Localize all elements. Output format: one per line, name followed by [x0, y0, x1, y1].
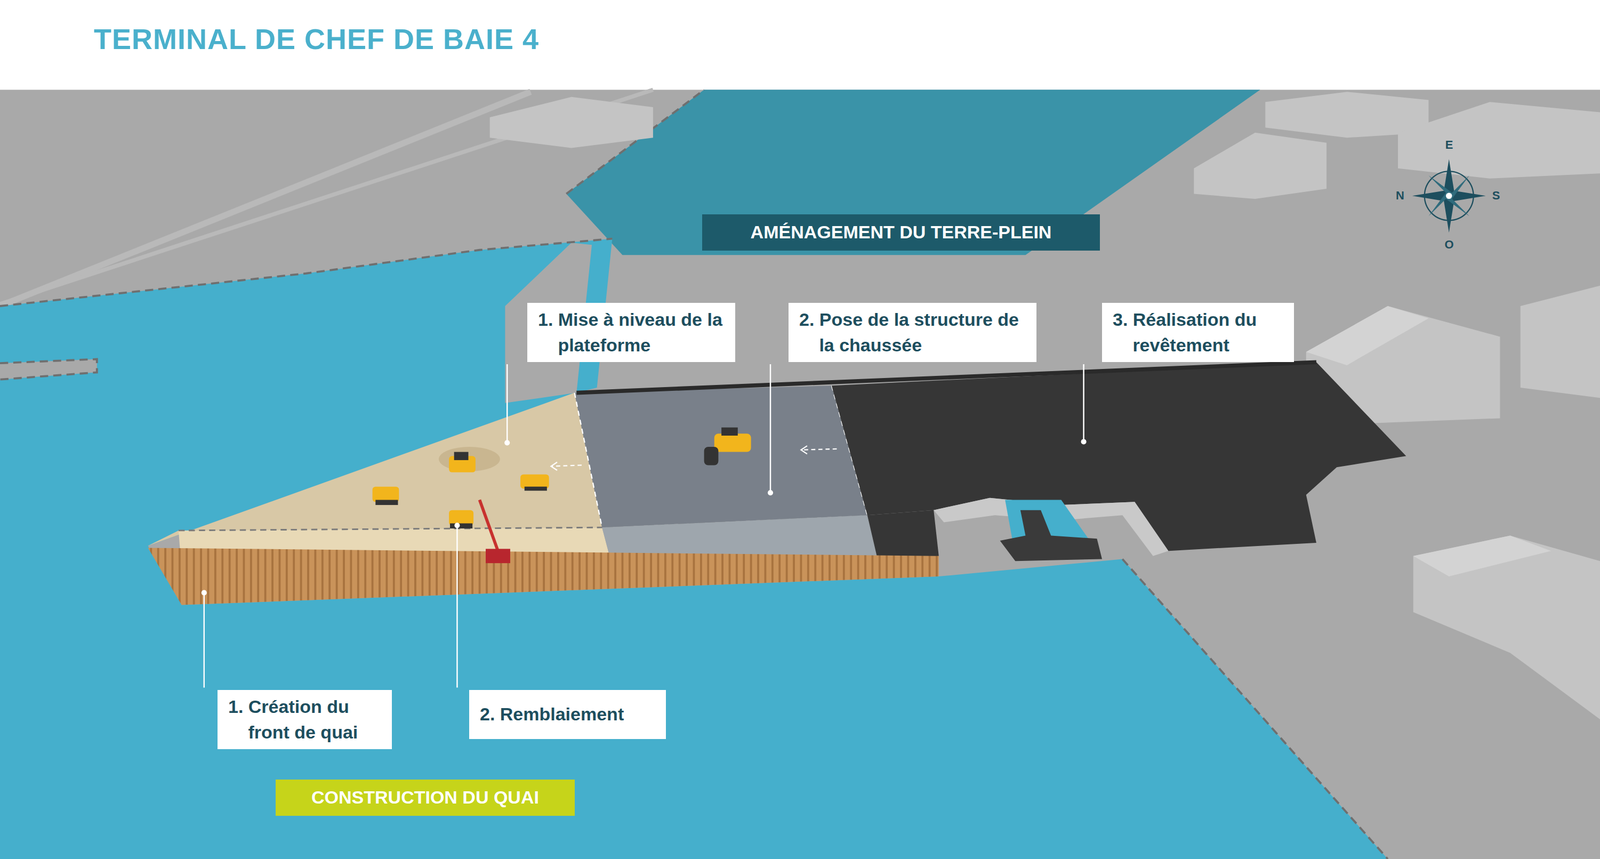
- section-heading: AMÉNAGEMENT DU TERRE-PLEIN: [702, 214, 1100, 251]
- step-label: 2. Pose de la structure de la chaussée: [788, 302, 1037, 363]
- pier: [1000, 510, 1103, 562]
- levelling-area: [148, 392, 603, 546]
- phase-arrows: [551, 445, 838, 471]
- machines: [372, 427, 752, 564]
- jetty: [0, 358, 98, 380]
- step-label: 1. Création du front de quai: [217, 689, 392, 750]
- node-text: 1. Création du front de quai: [228, 694, 384, 745]
- step-label: 1. Mise à niveau de la plateforme: [527, 302, 736, 363]
- boundary: [1122, 558, 1388, 859]
- pavement-structure-area: [574, 385, 868, 528]
- node-text: 3. Réalisation du revêtement: [1112, 307, 1286, 358]
- node-text: AMÉNAGEMENT DU TERRE-PLEIN: [710, 219, 1092, 246]
- compass-letter: O: [1444, 237, 1454, 252]
- leader-lines: [202, 364, 1086, 688]
- node-text: 1. Mise à niveau de la plateforme: [537, 307, 727, 358]
- compass-letter: N: [1395, 188, 1405, 203]
- node-text: CONSTRUCTION DU QUAI: [284, 784, 567, 811]
- boundary: [0, 238, 613, 307]
- buildings: [489, 91, 1600, 720]
- node-text: 2. Pose de la structure de la chaussée: [799, 307, 1028, 358]
- compass-rose: [1412, 158, 1486, 233]
- land: [0, 89, 1600, 859]
- diagram-title: TERMINAL DE CHEF DE BAIE 4: [93, 22, 540, 56]
- step-label: 2. Remblaiement: [469, 689, 666, 739]
- step-label: 3. Réalisation du revêtement: [1102, 302, 1294, 363]
- upper-basin: [566, 89, 1260, 255]
- boundary: [0, 358, 98, 380]
- compass-letter: S: [1492, 188, 1501, 203]
- quay-wall: [148, 547, 939, 605]
- compass-letter: E: [1445, 138, 1454, 152]
- section-heading: CONSTRUCTION DU QUAI: [275, 779, 575, 816]
- node-text: 2. Remblaiement: [479, 701, 656, 728]
